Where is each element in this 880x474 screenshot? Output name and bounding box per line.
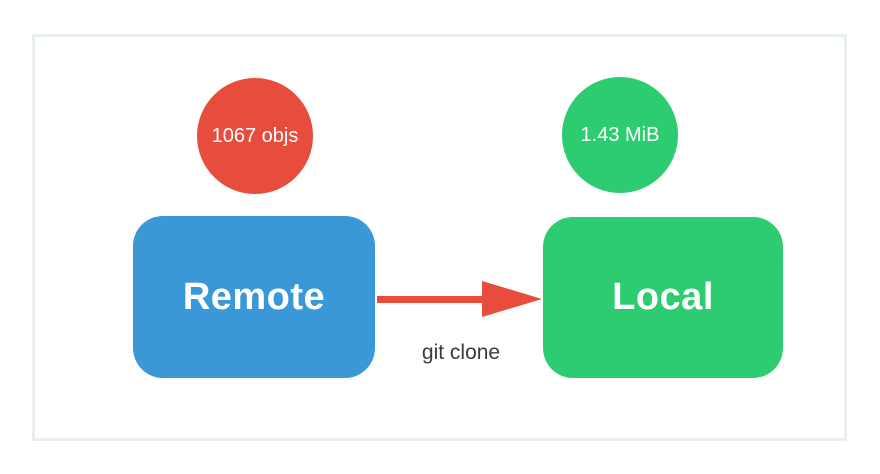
remote-object-count-badge: 1067 objs — [197, 78, 313, 194]
local-repo-node: Local — [543, 217, 783, 378]
clone-arrow-shaft — [377, 296, 483, 303]
clone-edge-label: git clone — [421, 341, 501, 364]
clone-arrow-head-icon — [482, 281, 542, 317]
diagram-frame: 1067 objs 1.43 MiB Remote Local git clon… — [32, 34, 847, 441]
remote-repo-node: Remote — [133, 216, 375, 378]
local-size-badge: 1.43 MiB — [562, 77, 678, 193]
